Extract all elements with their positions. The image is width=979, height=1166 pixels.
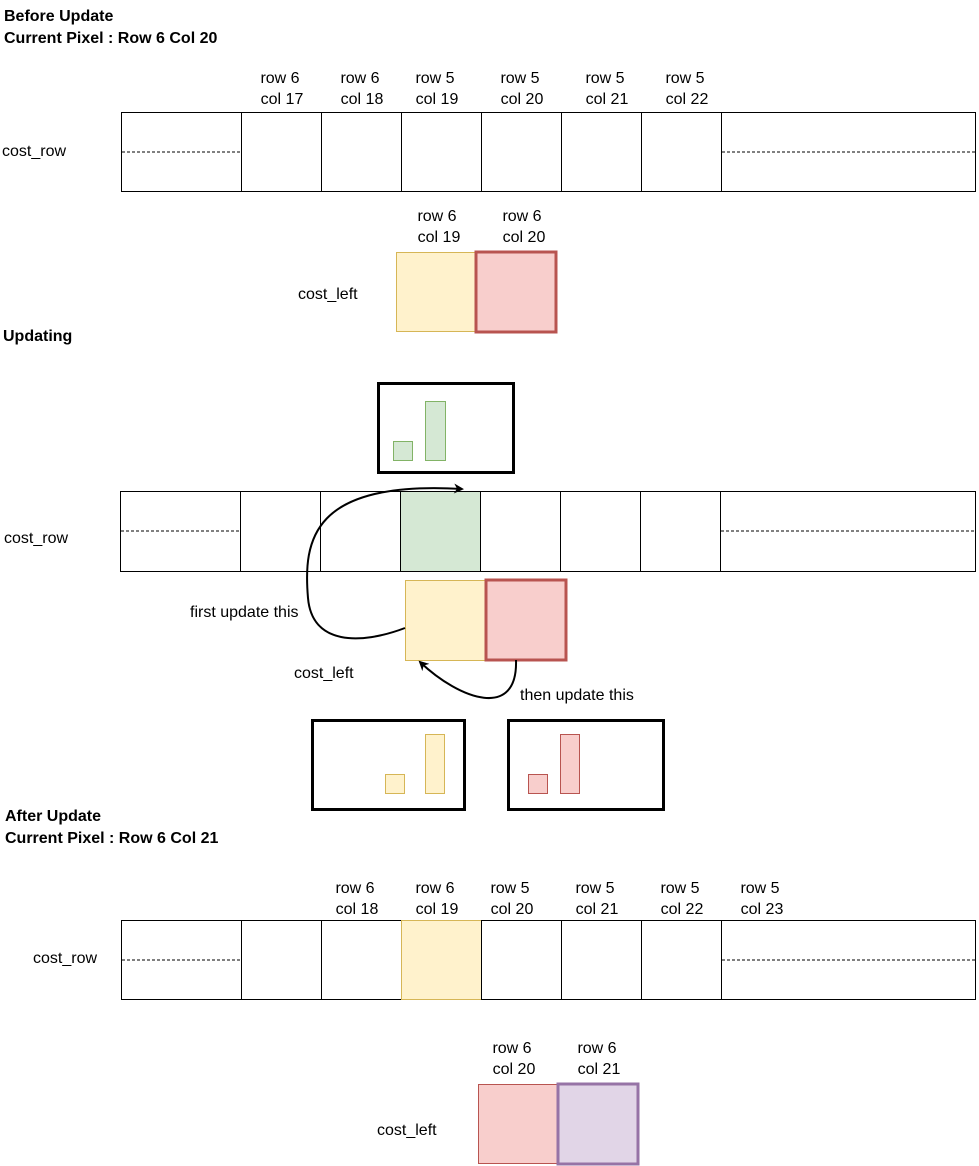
yellow-histogram-box	[311, 719, 466, 811]
before-left-header-2-col: col 20	[503, 229, 546, 246]
after-left-header-2-col: col 21	[578, 1061, 621, 1078]
after-left-header-2-row: row 6	[577, 1040, 616, 1057]
before-header-6-col: col 22	[666, 91, 709, 108]
updating-row-cell-6	[640, 491, 721, 572]
after-header-3-col: col 20	[491, 901, 534, 918]
before-header-6-row: row 5	[665, 70, 704, 87]
updating-row-cell-5	[560, 491, 641, 572]
before-header-2-col: col 18	[341, 91, 384, 108]
before-header-2-row: row 6	[340, 70, 379, 87]
after-header-2-row: row 6	[415, 880, 454, 897]
after-row-cell-3	[481, 920, 562, 1000]
after-subtitle: Current Pixel : Row 6 Col 21	[5, 830, 218, 847]
before-left-header-1-row: row 6	[417, 208, 456, 225]
before-cost-row	[121, 112, 976, 192]
before-row-cell-4	[481, 112, 562, 192]
after-header-6-row: row 5	[740, 880, 779, 897]
after-cost-left-label: cost_left	[377, 1122, 437, 1139]
updating-row-cell-2	[320, 491, 401, 572]
after-header-6-col: col 23	[741, 901, 784, 918]
after-header-1-col: col 18	[336, 901, 379, 918]
updating-left-cell-1	[405, 580, 486, 661]
before-header-5-col: col 21	[586, 91, 629, 108]
red-histogram-box	[507, 719, 665, 811]
after-left-header-1-row: row 6	[492, 1040, 531, 1057]
before-subtitle: Current Pixel : Row 6 Col 20	[4, 30, 217, 47]
after-header-3-row: row 5	[490, 880, 529, 897]
updating-row-cell-3-updated	[400, 491, 481, 572]
after-left-cell-1	[478, 1084, 559, 1164]
updating-cost-row	[120, 491, 976, 572]
first-update-note: first update this	[190, 604, 299, 621]
after-header-2-col: col 19	[416, 901, 459, 918]
updating-row-cell-4	[480, 491, 561, 572]
before-header-4-col: col 20	[501, 91, 544, 108]
after-row-cell-left-ellipsis	[121, 920, 242, 1000]
after-title: After Update	[5, 808, 101, 825]
before-row-cell-left-ellipsis	[121, 112, 242, 192]
then-update-note: then update this	[520, 687, 634, 704]
red-histogram-bar-tall	[560, 734, 580, 794]
before-title: Before Update	[4, 8, 113, 25]
yellow-histogram-bar-small	[385, 774, 405, 794]
before-left-cell-1	[396, 252, 477, 332]
updating-title: Updating	[3, 328, 72, 345]
after-row-cell-2-updated	[401, 920, 482, 1000]
after-cost-row-label: cost_row	[33, 950, 97, 967]
after-row-cell-4	[561, 920, 642, 1000]
before-header-3-col: col 19	[416, 91, 459, 108]
after-header-4-col: col 21	[576, 901, 619, 918]
after-header-5-col: col 22	[661, 901, 704, 918]
before-cost-left-label: cost_left	[298, 286, 358, 303]
before-left-cell-2-current	[474, 250, 558, 334]
before-header-4-row: row 5	[500, 70, 539, 87]
after-cost-row	[121, 920, 976, 1000]
before-row-cell-5	[561, 112, 642, 192]
after-header-4-row: row 5	[575, 880, 614, 897]
updating-left-cell-2-current	[484, 578, 568, 662]
after-header-1-row: row 6	[335, 880, 374, 897]
before-header-1-col: col 17	[261, 91, 304, 108]
then-update-arrow	[418, 659, 518, 699]
after-row-cell-1	[321, 920, 402, 1000]
before-header-3-row: row 5	[415, 70, 454, 87]
after-left-header-1-col: col 20	[493, 1061, 536, 1078]
red-histogram-bar-small	[528, 774, 548, 794]
before-left-header-1-col: col 19	[418, 229, 461, 246]
updating-cost-left-label: cost_left	[294, 665, 354, 682]
yellow-histogram-bar-tall	[425, 734, 445, 794]
updating-cost-row-label: cost_row	[4, 530, 68, 547]
before-header-5-row: row 5	[585, 70, 624, 87]
before-row-cell-6	[641, 112, 722, 192]
before-left-header-2-row: row 6	[502, 208, 541, 225]
after-header-5-row: row 5	[660, 880, 699, 897]
before-cost-row-label: cost_row	[2, 143, 66, 160]
green-histogram-box	[377, 382, 515, 474]
before-row-cell-2	[321, 112, 402, 192]
after-row-headers: row 6 col 18 row 6 col 19 row 5 col 20 r…	[335, 880, 783, 918]
before-row-headers: row 6 col 17 row 6 col 18 row 5 col 19 r…	[260, 70, 708, 108]
first-update-arrow	[306, 483, 464, 640]
after-row-cell-0	[241, 920, 322, 1000]
before-row-cell-3	[401, 112, 482, 192]
green-histogram-bar-small	[393, 441, 413, 461]
before-header-1-row: row 6	[260, 70, 299, 87]
green-histogram-bar-tall	[425, 401, 446, 461]
after-left-cell-2-current	[556, 1082, 640, 1166]
after-row-cell-5	[641, 920, 722, 1000]
before-row-cell-1	[241, 112, 322, 192]
